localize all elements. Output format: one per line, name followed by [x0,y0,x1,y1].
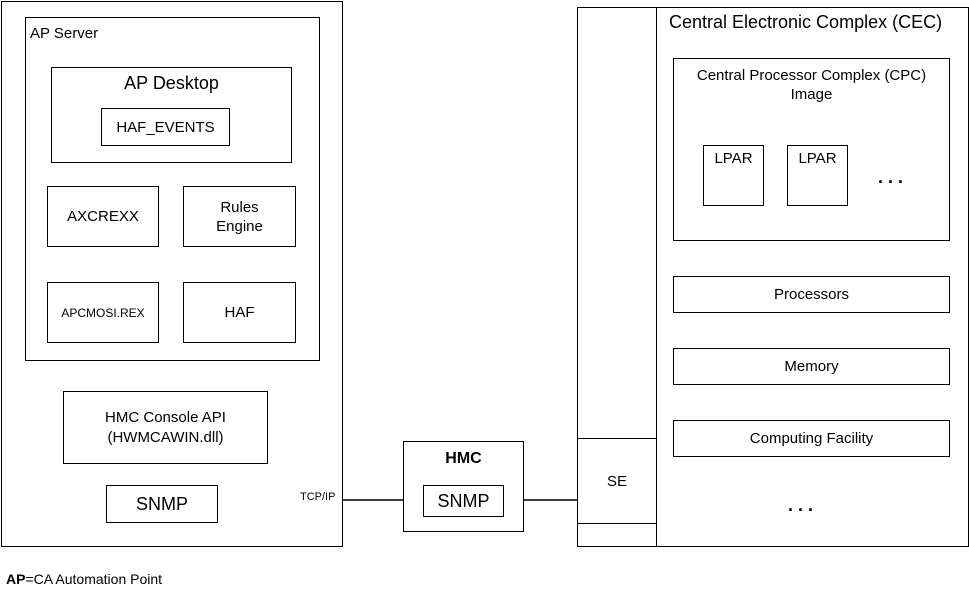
hmc-title: HMC [445,450,482,467]
tcp-ip-label: TCP/IP [299,491,337,503]
legend-definition: =CA Automation Point [25,571,163,587]
se-box: SE [577,438,657,524]
hmc-snmp-box: SNMP [423,485,504,517]
axcrexx-label: AXCREXX [67,208,139,225]
se-column [577,7,657,547]
ap-snmp-label: SNMP [135,493,188,514]
haf-label: HAF [224,304,255,321]
apcmosi-box: APCMOSI.REX [47,282,159,343]
rules-engine-box: Rules Engine [183,186,296,247]
haf-events-box: HAF_EVENTS [101,108,230,146]
haf-box: HAF [183,282,296,343]
haf-events-label: HAF_EVENTS [116,118,215,136]
memory-label: Memory [784,358,839,375]
lpar-label-1: LPAR [714,150,753,167]
legend-term: AP [6,571,26,587]
hmc-console-api-label-line1: HMC Console API [105,408,226,426]
ap-server-title: AP Server [30,25,99,42]
cec-title: Central Electronic Complex (CEC) [669,12,943,32]
processors-box: Processors [673,276,950,313]
hmc-console-api-box: HMC Console API (HWMCAWIN.dll) [63,391,268,464]
ap-snmp-box: SNMP [106,485,218,523]
cec-more-ellipsis: . . . [788,495,814,515]
cpc-image-title-line2: Image [790,86,833,103]
legend: AP=CA Automation Point [6,571,162,587]
cpc-image-title-line1: Central Processor Complex (CPC) [696,67,927,84]
apcmosi-label: APCMOSI.REX [61,305,145,320]
processors-label: Processors [773,286,850,303]
rules-engine-label-line2: Engine [216,217,263,235]
computing-facility-box: Computing Facility [673,420,950,457]
lpar-box-1 [703,145,764,206]
lpar-box-2 [787,145,848,206]
memory-box: Memory [673,348,950,385]
rules-engine-label-line1: Rules [220,198,259,216]
axcrexx-box: AXCREXX [47,186,159,247]
computing-facility-label: Computing Facility [749,430,874,447]
hmc-console-api-label-line2: (HWMCAWIN.dll) [107,428,224,446]
hmc-snmp-label: SNMP [437,490,490,511]
ap-desktop-title: AP Desktop [124,73,219,93]
se-label: SE [606,472,627,490]
cpc-more-ellipsis: . . . [878,167,904,187]
ap-desktop-box [51,67,292,163]
lpar-label-2: LPAR [798,150,837,167]
